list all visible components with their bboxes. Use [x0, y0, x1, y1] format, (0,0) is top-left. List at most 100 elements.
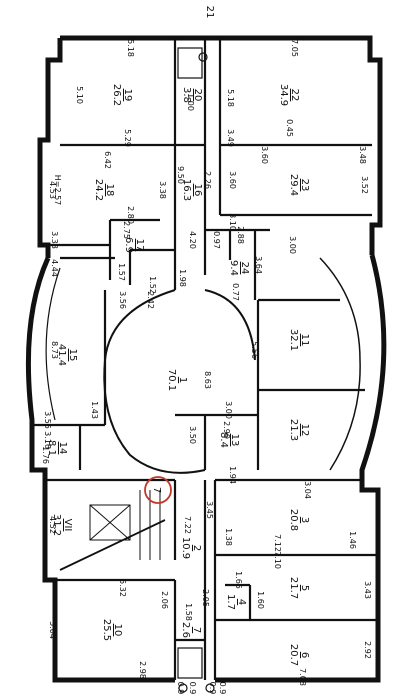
dimension-label: 3.10: [228, 213, 237, 231]
bay-curve-left: [45, 267, 61, 421]
room-labels: 1926.2 203.8 2234.9 1824.2 1616.3 2329.4 176.9…: [46, 84, 310, 666]
dimension-label: 3.00: [224, 401, 233, 419]
dimension-label: 3.52: [360, 176, 369, 194]
dimension-label: 2.26: [203, 171, 212, 189]
dimension-label: 0.9: [218, 682, 227, 695]
dimension-label: 2.42: [146, 291, 155, 309]
dimension-label: 4.20: [188, 231, 197, 249]
dimension-label: 8.63: [203, 371, 212, 389]
room-1-label: 170.1: [166, 369, 188, 391]
room-VII-label: VII31.2: [51, 514, 73, 536]
marker-top: 21: [204, 6, 215, 19]
dimension-label: 0.9: [176, 682, 185, 695]
room-12-label: 1221.3: [288, 419, 310, 441]
dimension-label: 0.9: [188, 682, 197, 695]
dimension-label: 2.98: [138, 661, 147, 679]
room-11-label: 1132.1: [288, 329, 310, 351]
dimension-label: 3.60: [228, 171, 237, 189]
room-10-label: 1025.5: [101, 619, 123, 641]
dimension-label: 3.55: [43, 411, 52, 429]
dimension-label: 1.43: [90, 401, 99, 419]
dimension-label: 0.97: [212, 231, 221, 249]
dimension-label: 1.58: [184, 603, 193, 621]
dimension-label: 1.76: [41, 446, 50, 464]
room-14-label: 148.1: [46, 440, 68, 456]
dimension-label: 7.22: [183, 516, 192, 534]
dimension-label: 7.10: [273, 551, 282, 569]
dimension-label: 3.45: [205, 501, 214, 519]
dimension-label: 1.98: [178, 269, 187, 287]
dimension-label: 1.38: [224, 528, 233, 546]
dimension-label: 7.05: [290, 39, 299, 57]
room-5-label: 521.7: [288, 577, 310, 599]
dimension-label: 5.56: [250, 341, 259, 359]
room-19-label: 1926.2: [111, 84, 133, 106]
dimension-label: H=2.57: [53, 175, 62, 206]
dimension-label: 3.60: [260, 146, 269, 164]
dimension-label: 1.65: [234, 571, 243, 589]
room-2-label: 210.9: [180, 537, 202, 559]
dimension-label: 1.60: [256, 591, 265, 609]
marker-circle-label: 7: [151, 487, 162, 493]
dimension-label: 3.49: [226, 129, 235, 147]
dimension-label: 3.50: [188, 426, 197, 444]
room-22-label: 2234.9: [278, 84, 300, 106]
inner-walls: [32, 38, 378, 680]
room-6-label: 620.7: [288, 644, 310, 666]
room-18-label: 1824.2: [93, 179, 115, 201]
dimension-label: 9.50: [176, 166, 185, 184]
dimension-label: 1.52: [148, 276, 157, 294]
dimension-label: 1.94: [228, 466, 237, 484]
dimension-label: 2.88: [236, 226, 245, 244]
dimension-label: 3.16: [43, 431, 52, 449]
room-4-label: 41.7: [225, 594, 247, 610]
dimension-label: 1.00: [186, 93, 195, 111]
dimension-label: 3.43: [363, 581, 372, 599]
dimension-label: 2.75: [122, 221, 131, 239]
dimension-label: 1.46: [348, 531, 357, 549]
dimension-label: 4.44: [50, 259, 59, 277]
room-20-label: 203.8: [181, 87, 203, 103]
dimension-label: 3.64: [254, 256, 263, 274]
dimension-label: 5.18: [126, 39, 135, 57]
dimension-label: 8.73: [50, 341, 59, 359]
dimension-label: 5.10: [75, 86, 84, 104]
dimension-label: 4.53: [48, 181, 57, 199]
dimension-label: 5.32: [118, 579, 127, 597]
sanitary-fixtures: [177, 47, 215, 693]
marker-circle: [144, 476, 172, 504]
dimension-label: 3.00: [288, 236, 297, 254]
room-24-label: 249.4: [228, 260, 250, 276]
dimension-label: 0.45: [285, 119, 294, 137]
dimension-label: 1.57: [117, 263, 126, 281]
dimension-label: 2.80: [126, 206, 135, 224]
dimension-label: 3.56: [118, 291, 127, 309]
room-3-label: 320.8: [288, 509, 310, 531]
room-16-label: 1616.3: [181, 179, 203, 201]
dimension-label: 2.05: [201, 589, 210, 607]
dimension-label: 7.12: [273, 534, 282, 552]
room-15-label: 1541.4: [56, 344, 78, 366]
dimension-label: 2.92: [363, 641, 372, 659]
dimension-label: 5.18: [226, 89, 235, 107]
dimension-label: 4.52: [48, 516, 57, 534]
dimension-label: 3.48: [358, 146, 367, 164]
dimension-label: 0.77: [231, 283, 240, 301]
dimension-label: 7.08: [298, 668, 307, 686]
dimension-label: 6.42: [103, 151, 112, 169]
dimension-label: 3.04: [303, 481, 312, 499]
room-23-label: 2329.4: [288, 174, 310, 196]
dimension-label: 3.38: [158, 181, 167, 199]
bay-curve: [319, 257, 361, 471]
room-17-label: 176.9: [123, 237, 145, 253]
dimension-label: 2.06: [160, 591, 169, 609]
room-7-label: 72.6: [180, 622, 202, 638]
dimension-label: 3.33: [50, 231, 59, 249]
room-13-label: 138.4: [218, 432, 240, 448]
dimension-labels: 5.18 5.10 5.29 7.05 5.18 3.49 0.45 1.00 6.42 4.53…: [41, 39, 372, 694]
dimension-label: 0.9: [208, 682, 217, 695]
central-hall: [103, 289, 256, 474]
stairs: [59, 490, 166, 571]
dimension-label: 5.29: [123, 129, 132, 147]
